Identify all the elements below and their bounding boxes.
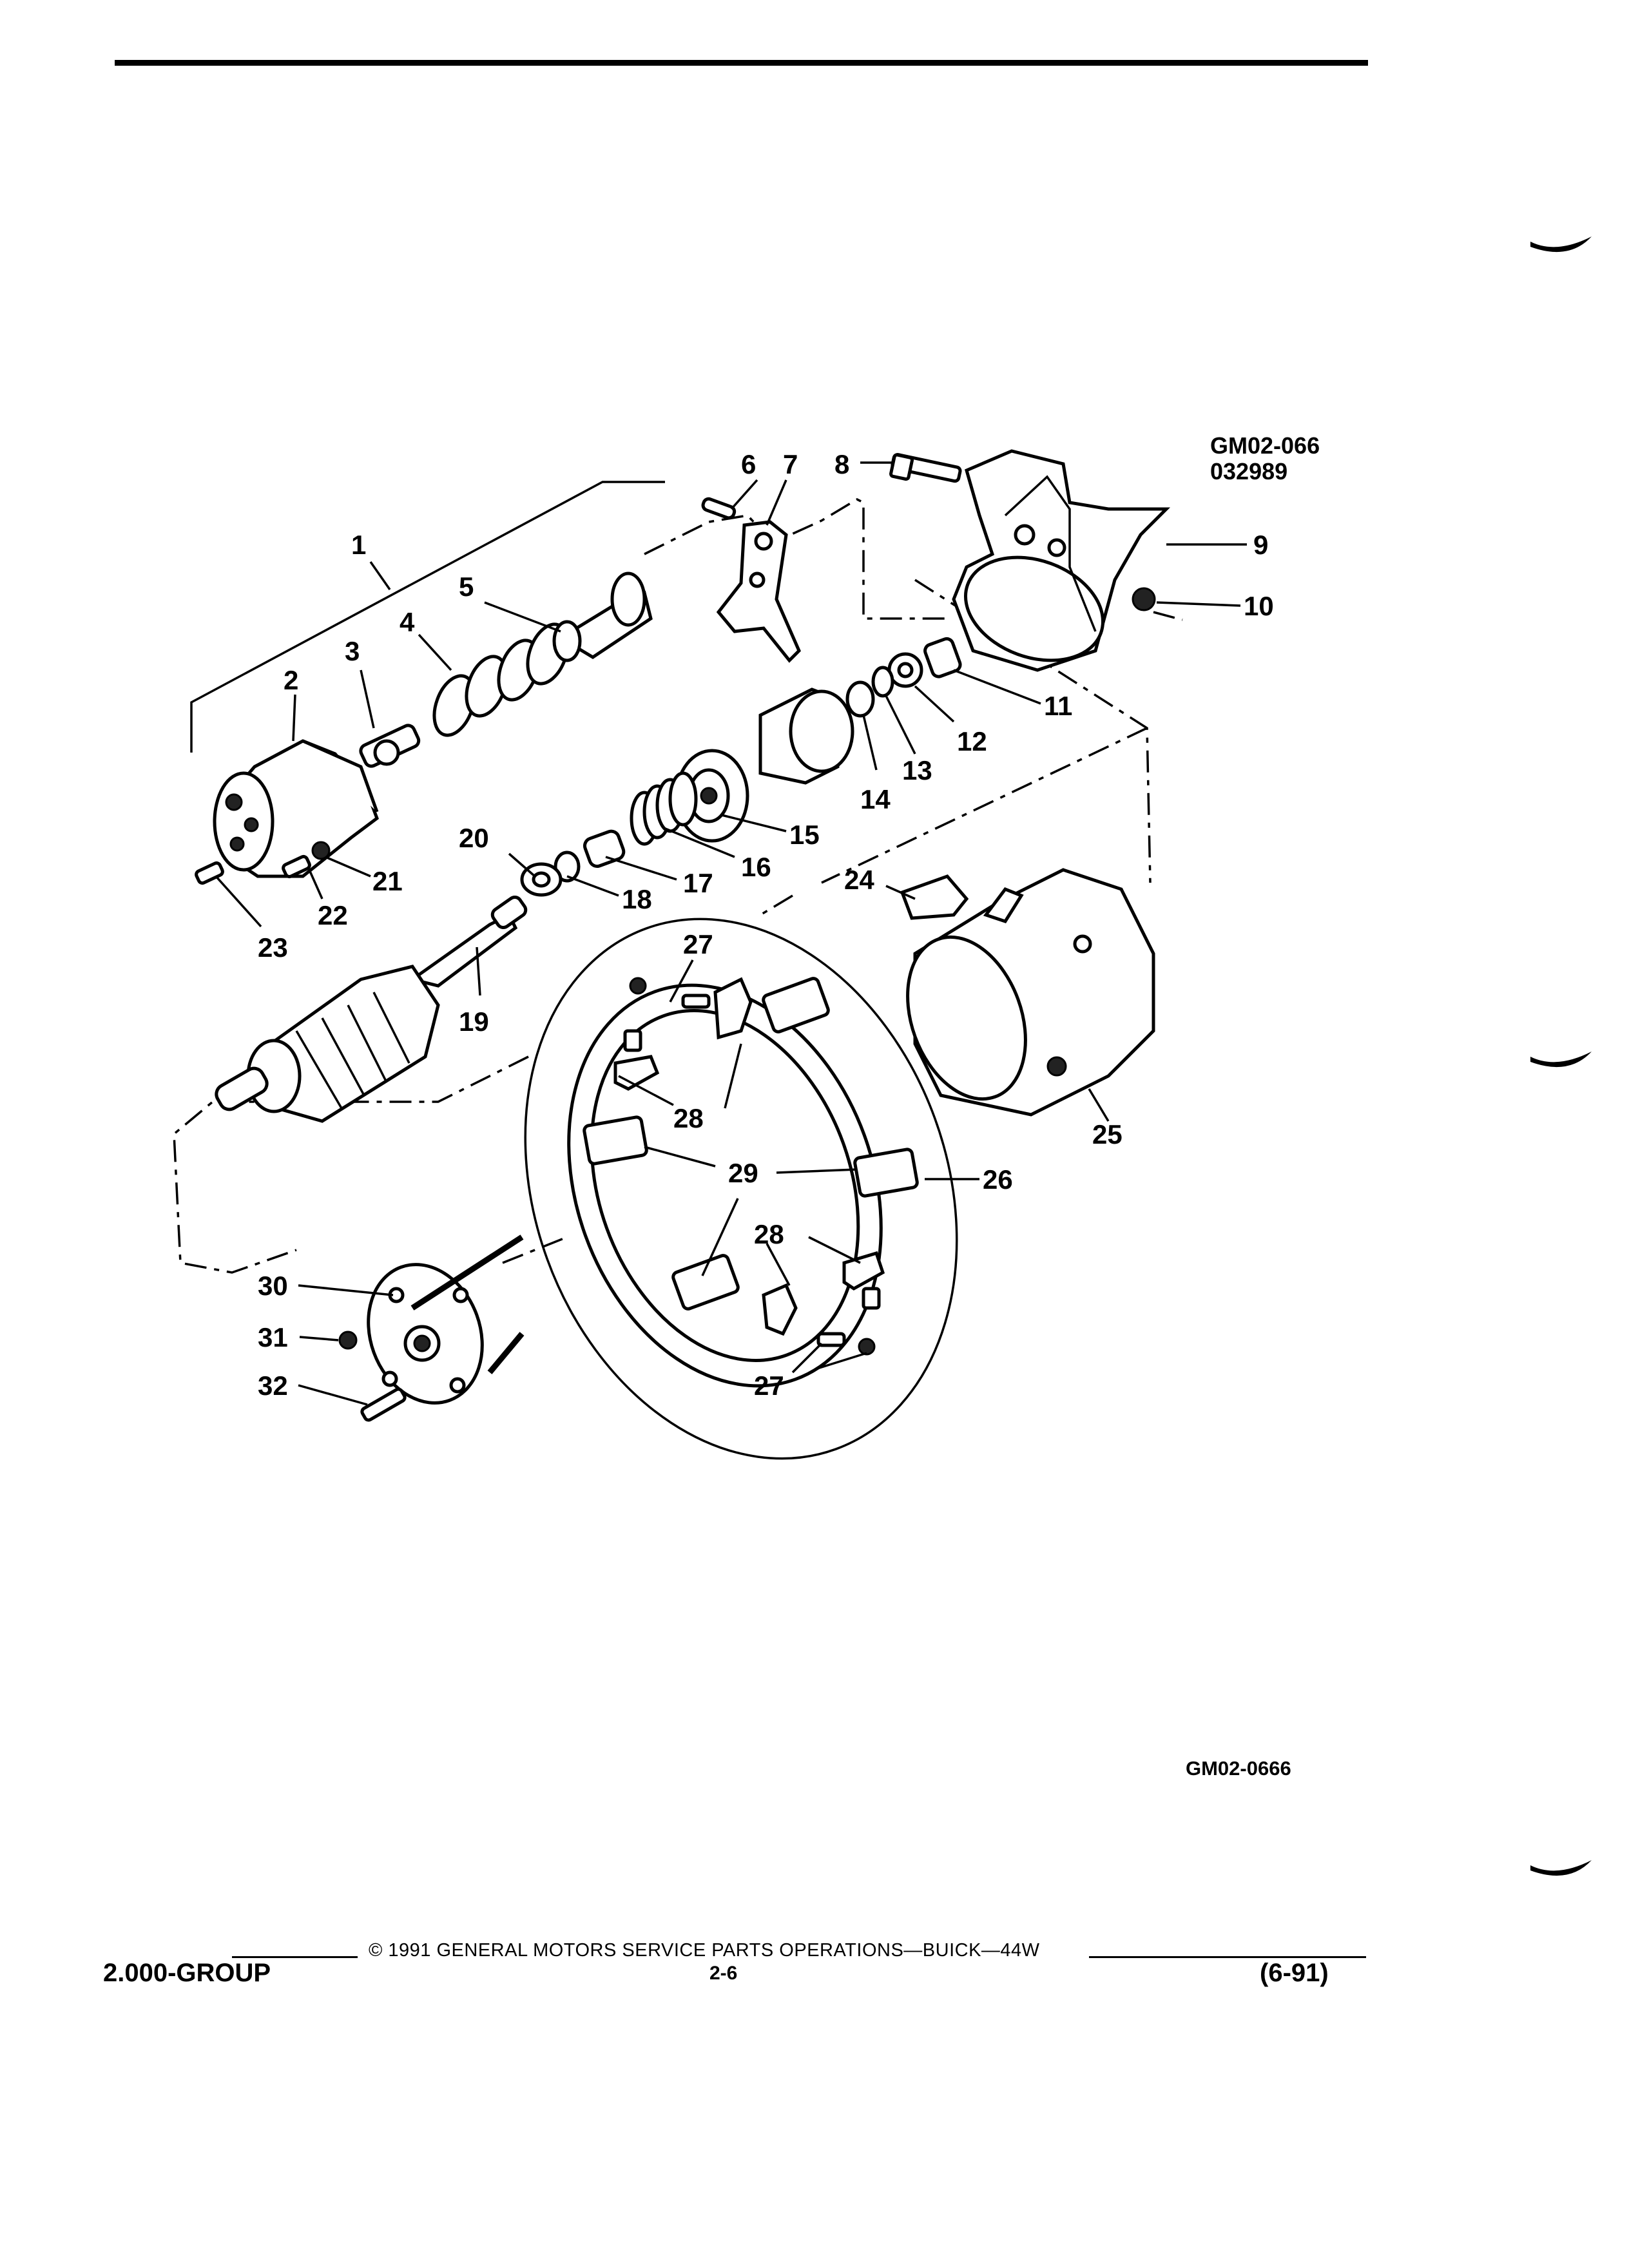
callout-11: 11 (1044, 691, 1072, 721)
washers-11-14 (845, 637, 962, 718)
plunger-and-spring (359, 622, 570, 768)
callout-24: 24 (844, 865, 874, 895)
field-frame (906, 868, 1155, 1117)
housing-bolt (889, 453, 962, 483)
callout-32: 32 (258, 1370, 288, 1401)
callout-7: 7 (783, 449, 798, 479)
callout-22: 22 (318, 900, 348, 930)
top-rule (115, 60, 1368, 66)
drive-housing (952, 449, 1171, 672)
callout-13: 13 (902, 755, 932, 785)
callout-20: 20 (459, 823, 489, 853)
callout-27-bottom: 27 (754, 1370, 784, 1401)
figure-id-line1: GM02-066 (1210, 432, 1320, 459)
callout-28-lower: 28 (754, 1219, 784, 1249)
callout-14: 14 (860, 784, 891, 814)
commutator-end-frame (338, 1235, 525, 1422)
callout-23: 23 (258, 932, 288, 963)
callout-17: 17 (683, 868, 713, 898)
housing-nut (1132, 587, 1156, 611)
figure-id: GM02-066 032989 (1210, 433, 1320, 485)
footer-date: (6-91) (1260, 1959, 1329, 1987)
callout-21: 21 (372, 866, 403, 896)
callout-31: 31 (258, 1322, 288, 1352)
callout-1: 1 (351, 530, 366, 560)
callout-25: 25 (1092, 1119, 1123, 1149)
callout-numbers: 1 2 3 4 5 6 7 8 9 10 11 12 13 14 15 16 1… (258, 449, 1274, 1401)
leader-lines (215, 461, 1247, 1406)
callout-16: 16 (741, 852, 771, 882)
callout-19: 19 (459, 1006, 489, 1037)
shift-lever (701, 497, 801, 663)
callout-5: 5 (459, 572, 474, 602)
footer-group: 2.000-GROUP (103, 1959, 271, 1987)
assembly-lines (173, 481, 1183, 1274)
callout-10: 10 (1244, 591, 1274, 621)
margin-mark-1 (1530, 236, 1592, 253)
callout-2: 2 (284, 665, 298, 695)
callout-18: 18 (622, 884, 652, 914)
field-insulator (900, 874, 969, 920)
figure-id-line2: 032989 (1210, 458, 1288, 485)
footer-rule-left (232, 1956, 358, 1958)
callout-6: 6 (741, 449, 756, 479)
callout-3: 3 (345, 636, 360, 666)
solenoid-screws (195, 841, 331, 885)
callout-27-top: 27 (683, 929, 713, 959)
armature (215, 895, 528, 1123)
footer-copyright: © 1991 GENERAL MOTORS SERVICE PARTS OPER… (369, 1940, 1040, 1961)
callout-30: 30 (258, 1271, 288, 1301)
drive-spring-and-collar (520, 771, 698, 897)
plunger-sleeve (552, 572, 653, 662)
footer-rule-right (1089, 1956, 1366, 1958)
figure-code: GM02-0666 (1186, 1757, 1291, 1780)
margin-mark-3 (1530, 1860, 1592, 1876)
callout-4: 4 (400, 607, 415, 637)
drive-assembly (675, 687, 854, 843)
callout-26: 26 (983, 1164, 1013, 1195)
callout-15: 15 (789, 820, 820, 850)
callout-28-upper: 28 (673, 1103, 704, 1133)
margin-mark-2 (1530, 1052, 1592, 1068)
solenoid-assembly (213, 739, 379, 878)
callout-12: 12 (957, 726, 987, 756)
callout-29: 29 (728, 1158, 758, 1188)
footer-page-number: 2-6 (709, 1963, 738, 1984)
callout-8: 8 (834, 449, 849, 479)
callout-9: 9 (1253, 530, 1268, 560)
